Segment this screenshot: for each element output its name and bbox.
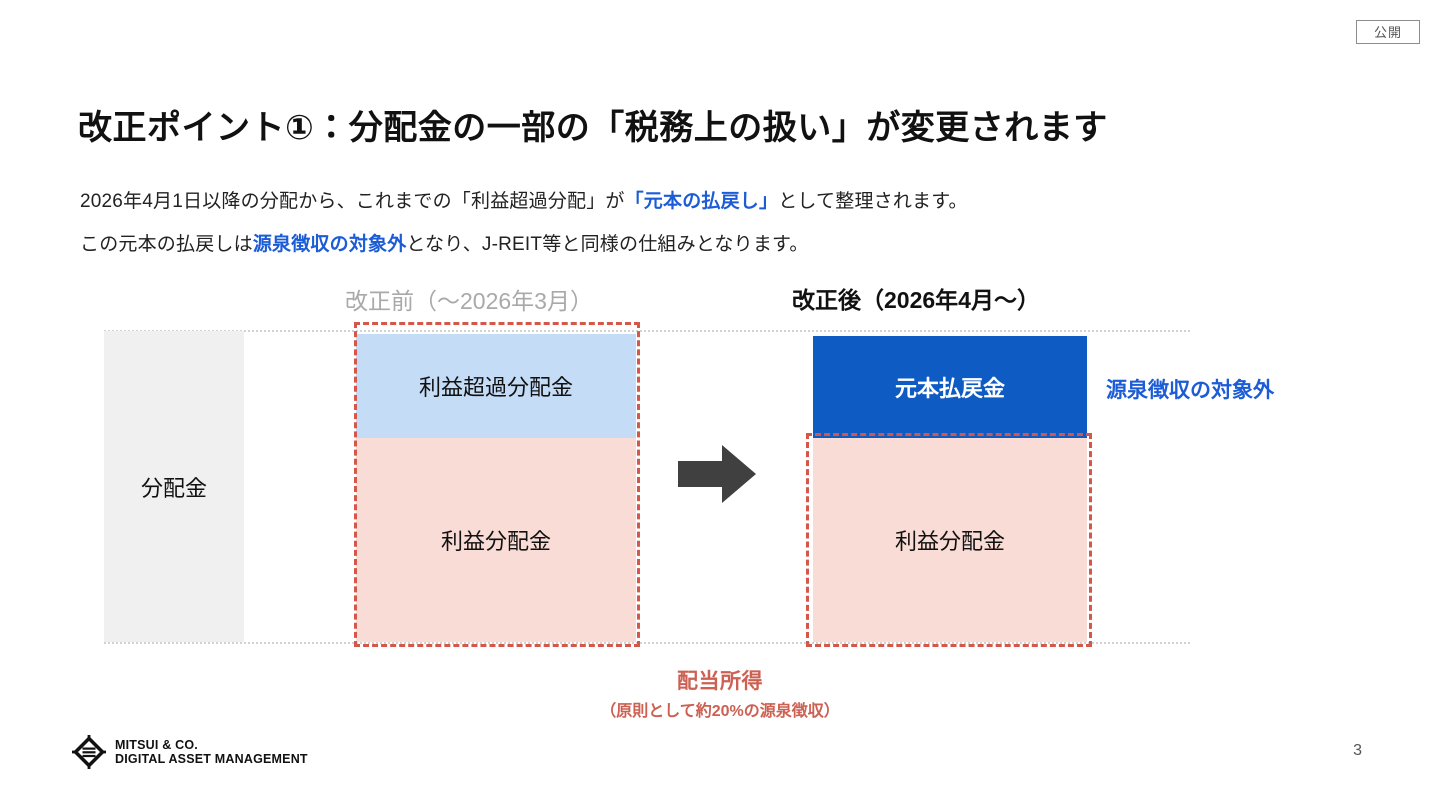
block-profit-distribution-after: 利益分配金 [813, 438, 1087, 642]
caption-dividend-income: 配当所得 [677, 670, 763, 693]
page-title: 改正ポイント①：分配金の一部の「税務上の扱い」が変更されます [78, 109, 1108, 147]
block-excess-distribution-before: 利益超過分配金 [356, 334, 636, 438]
column-header-before: 改正前（～2026年3月） [345, 288, 593, 314]
lead-line-2-highlight: 源泉徴収の対象外 [252, 234, 407, 255]
lead-line-1-highlight: 「元本の払戻し」 [624, 191, 779, 212]
footer-logo-line-1: MITSUI & CO. [115, 738, 198, 752]
lead-line-2: この元本の払戻しは源泉徴収の対象外となり、J-REIT等と同様の仕組みとなります… [80, 229, 809, 256]
lead-line-1-part-2: として整理されます。 [778, 191, 968, 212]
block-principal-refund-after: 元本払戻金 [813, 336, 1087, 438]
footer-logo: MITSUI & CO. DIGITAL ASSET MANAGEMENT [72, 735, 308, 769]
classification-badge: 公開 [1356, 20, 1420, 44]
footer-logo-text: MITSUI & CO. DIGITAL ASSET MANAGEMENT [115, 738, 308, 766]
side-note-withholding-exempt: 源泉徴収の対象外 [1106, 379, 1274, 402]
guide-line-top [104, 330, 1190, 332]
lead-line-2-part-2: となり、J-REIT等と同様の仕組みとなります。 [406, 234, 809, 255]
footer-logo-line-2: DIGITAL ASSET MANAGEMENT [115, 752, 308, 766]
right-arrow-icon [678, 445, 756, 503]
block-total-distribution: 分配金 [104, 331, 244, 642]
page-number: 3 [1353, 742, 1362, 759]
block-profit-distribution-before: 利益分配金 [356, 438, 636, 642]
mitsui-diamond-logo-icon [72, 735, 106, 769]
caption-dividend-income-detail: （原則として約20%の源泉徴収） [600, 703, 840, 720]
lead-line-2-part-1: この元本の払戻しは [80, 234, 253, 255]
guide-line-bottom [104, 642, 1190, 644]
column-header-after: 改正後（2026年4月～） [792, 287, 1040, 313]
lead-line-1-part-1: 2026年4月1日以降の分配から、これまでの「利益超過分配」が [80, 191, 625, 212]
lead-line-1: 2026年4月1日以降の分配から、これまでの「利益超過分配」が「元本の払戻し」と… [80, 186, 968, 213]
